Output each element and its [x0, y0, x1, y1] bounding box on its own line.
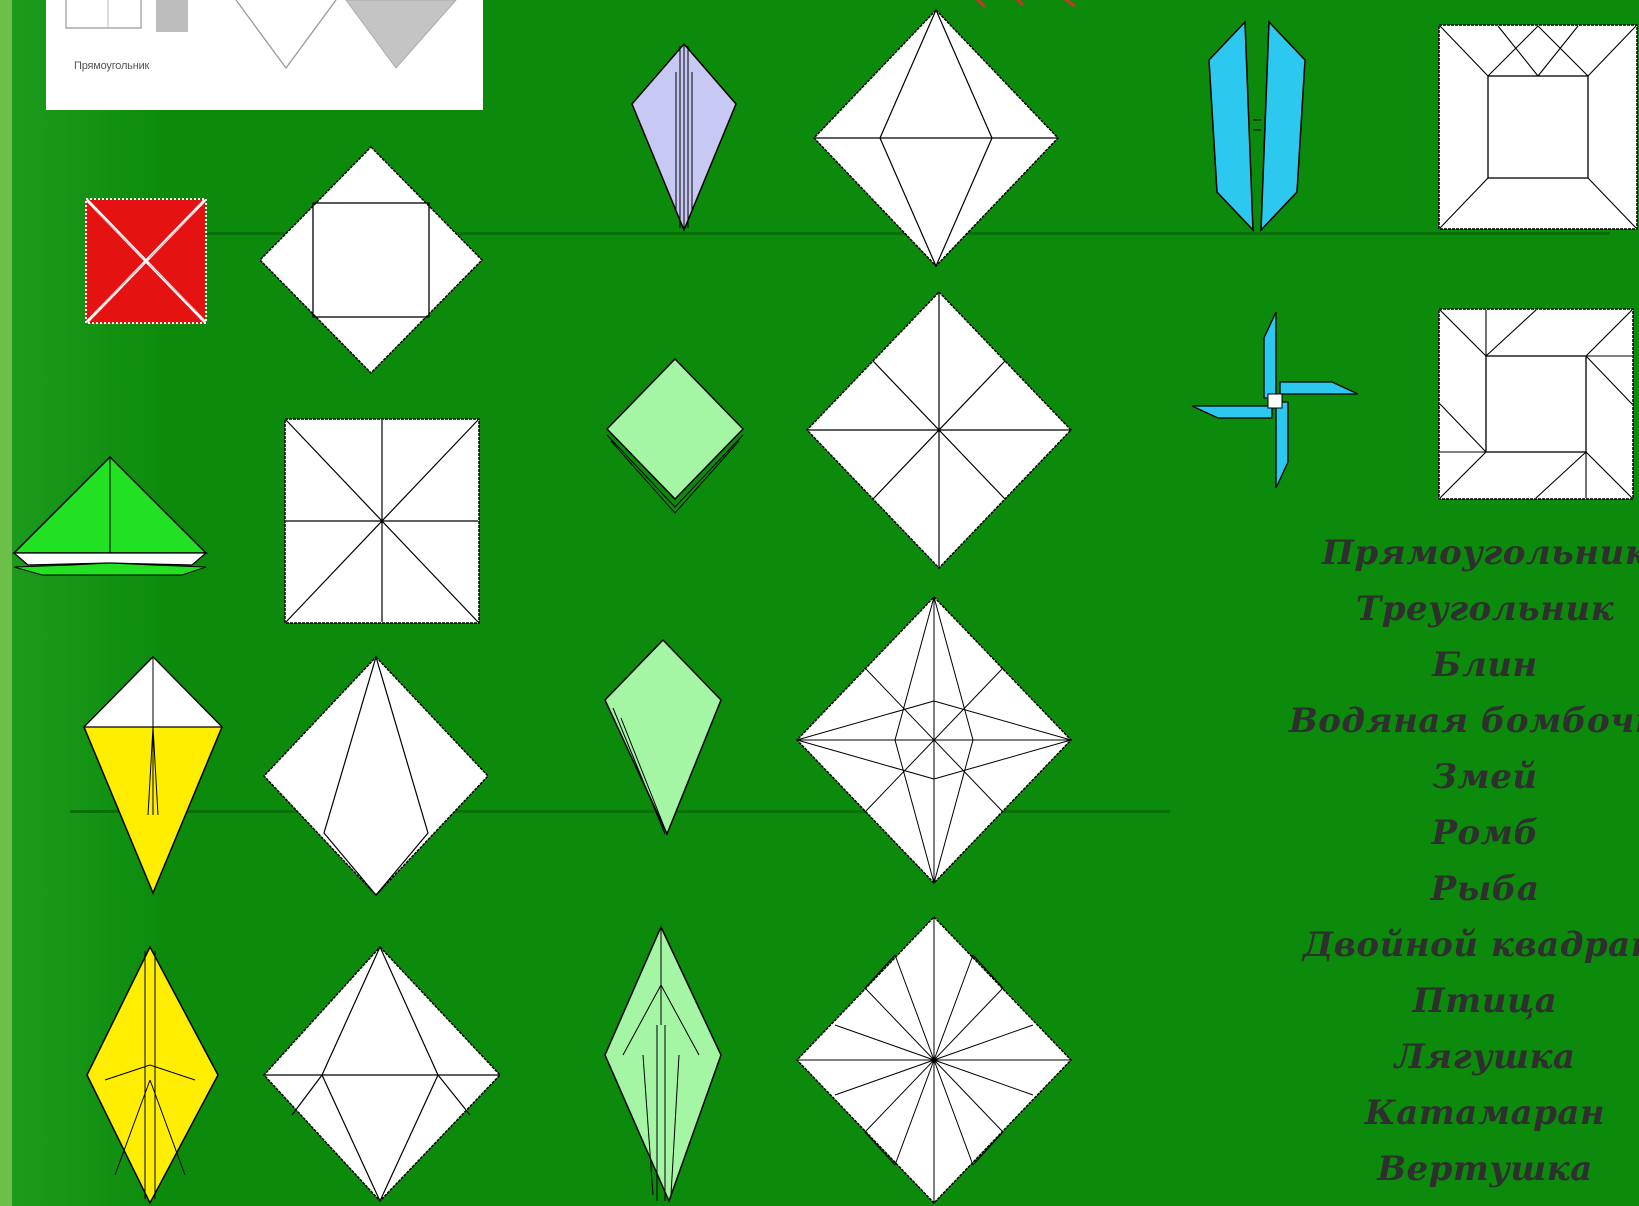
list-item: Ромб	[1250, 805, 1639, 861]
yellow-kite-figure	[82, 655, 224, 895]
square-base-crease-figure	[284, 418, 480, 624]
lilac-bird-figure	[630, 42, 738, 232]
base-forms-list: Прямоугольник Треугольник Блин Водяная б…	[1250, 525, 1639, 1197]
catamaran-crease-figure	[1438, 24, 1638, 230]
yellow-fish-figure	[85, 945, 220, 1205]
list-item: Треугольник	[1250, 581, 1639, 637]
list-item: Лягушка	[1250, 1029, 1639, 1085]
left-edge-stripe	[0, 0, 12, 1206]
thumbnail-illustration	[46, 0, 483, 110]
red-square-figure	[85, 198, 207, 324]
list-item: Катамаран	[1250, 1085, 1639, 1141]
pinwheel-crease-figure	[1438, 308, 1634, 500]
title-fragment	[975, 0, 1115, 2]
list-item: Блин	[1250, 637, 1639, 693]
frog-base-crease-figure	[795, 595, 1073, 885]
fish-crease-figure	[262, 945, 502, 1203]
waterbomb-crease-figure	[805, 290, 1073, 570]
cyan-pinwheel-figure	[1190, 310, 1360, 490]
list-item: Прямоугольник	[1250, 525, 1639, 581]
mint-square-figure	[605, 357, 745, 517]
thumbnail-card: Прямоугольник	[46, 0, 483, 110]
list-item: Вертушка	[1250, 1141, 1639, 1197]
cyan-catamaran-figure	[1207, 20, 1307, 230]
list-item: Двойной квадрат	[1250, 917, 1639, 973]
star-crease-figure	[795, 915, 1073, 1205]
mint-frog-figure	[603, 925, 723, 1203]
list-item: Птица	[1250, 973, 1639, 1029]
mint-kite-figure	[603, 638, 723, 838]
green-triangle-figure	[12, 455, 208, 577]
pancake-crease-figure	[258, 145, 484, 375]
kite-crease-figure	[262, 655, 490, 897]
list-item: Змей	[1250, 749, 1639, 805]
thumbnail-label: Прямоугольник	[74, 60, 149, 72]
list-item: Рыба	[1250, 861, 1639, 917]
bird-base-crease-figure	[812, 8, 1060, 268]
list-item: Водяная бомбочка	[1250, 693, 1639, 749]
